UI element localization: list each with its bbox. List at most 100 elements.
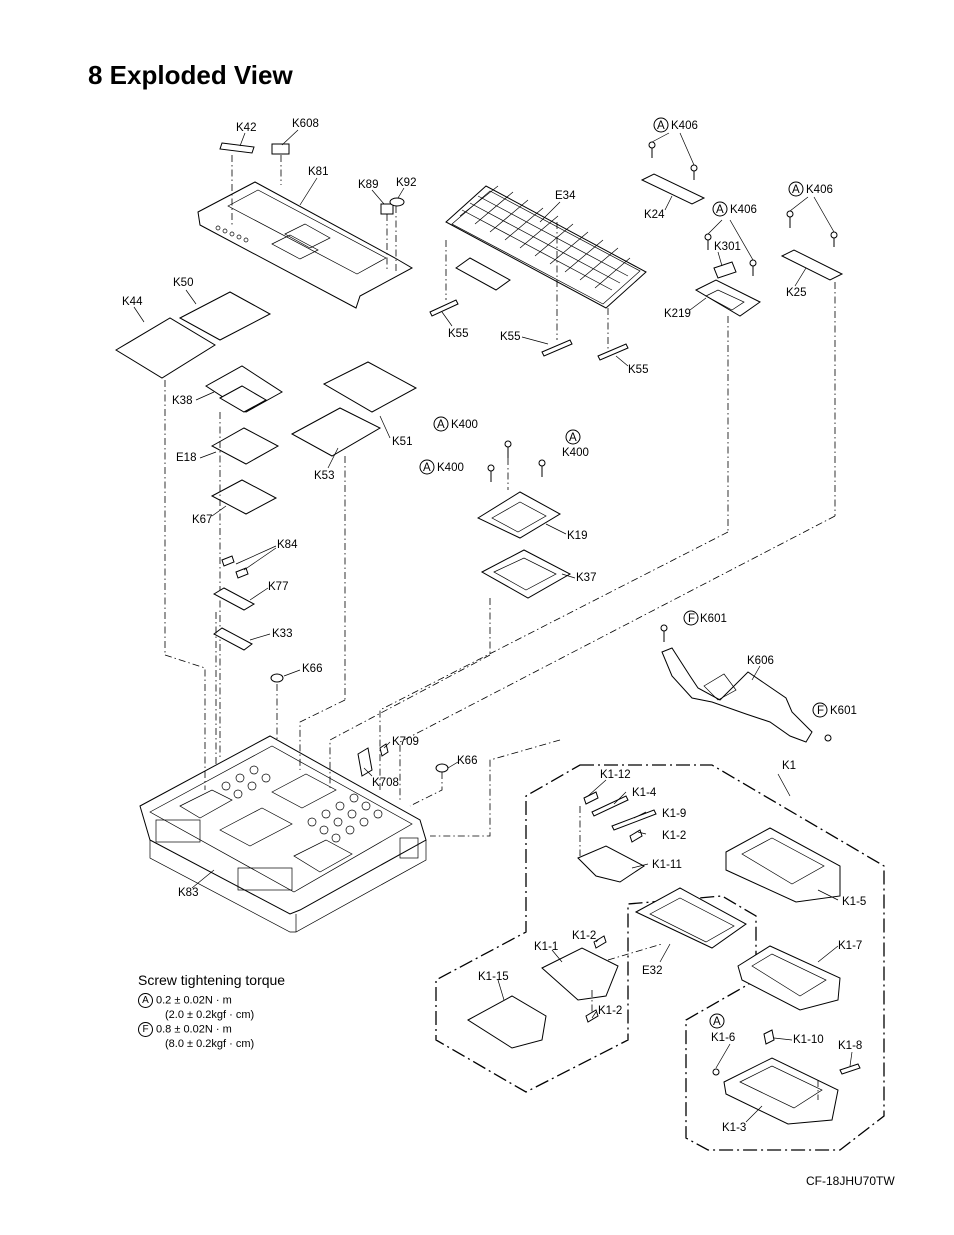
torque-f-value: 0.8 ± 0.02N · m <box>156 1023 232 1036</box>
mark-f: F <box>138 1022 153 1037</box>
part-k1-1 <box>541 947 619 1001</box>
part-k84-b <box>235 567 249 579</box>
label-k81: K81 <box>308 166 328 178</box>
part-k219 <box>694 279 761 317</box>
part-k51 <box>322 361 418 413</box>
label-k601-b: K601 <box>830 705 857 717</box>
label-k400-a: K400 <box>451 419 478 431</box>
palm-rest-group <box>197 142 414 309</box>
label-k1-9: K1-9 <box>662 808 686 820</box>
svg-text:A: A <box>792 184 800 196</box>
part-k1-4 <box>591 795 629 817</box>
mark-f-1: F <box>683 610 699 626</box>
part-k25 <box>780 249 844 281</box>
label-k1-6: K1-6 <box>711 1032 735 1044</box>
label-k1-12: K1-12 <box>600 769 631 781</box>
part-k55-c <box>597 343 629 361</box>
label-k608: K608 <box>292 118 319 130</box>
k1-boundary <box>435 764 885 1151</box>
label-k406-a: K406 <box>671 120 698 132</box>
label-k1-8: K1-8 <box>838 1040 862 1052</box>
part-k55-a <box>429 299 459 317</box>
svg-text:F: F <box>688 613 695 625</box>
label-k89: K89 <box>358 179 378 191</box>
label-k1-7: K1-7 <box>838 940 862 952</box>
label-k66-b: K66 <box>457 755 477 767</box>
label-k66-a: K66 <box>302 663 322 675</box>
part-k42 <box>219 142 255 154</box>
svg-text:F: F <box>817 705 824 717</box>
label-k1-11: K1-11 <box>652 859 682 871</box>
svg-text:A: A <box>569 432 577 444</box>
part-k44 <box>115 317 216 379</box>
part-k37 <box>480 549 572 599</box>
label-k1-15: K1-15 <box>478 971 509 983</box>
label-k1-10: K1-10 <box>793 1034 824 1046</box>
part-k92 <box>389 197 405 207</box>
label-k83: K83 <box>178 887 198 899</box>
part-k1-9 <box>611 809 657 831</box>
cable-k606 <box>660 624 832 743</box>
label-k1-1: K1-1 <box>534 941 558 953</box>
part-k708 <box>357 747 373 777</box>
mark-a-2: A <box>788 181 804 197</box>
part-e18 <box>210 427 280 465</box>
label-e32: E32 <box>642 965 662 977</box>
torque-a-value: 0.2 ± 0.02N · m <box>156 994 232 1007</box>
part-k66-a <box>270 673 284 683</box>
base-chassis-k83 <box>139 735 427 933</box>
part-k53 <box>290 407 382 457</box>
label-k601-a: K601 <box>700 613 727 625</box>
part-k1-5 <box>725 827 841 903</box>
label-k301: K301 <box>714 241 741 253</box>
part-k84-a <box>221 555 235 567</box>
label-k53: K53 <box>314 470 334 482</box>
label-k1-4: K1-4 <box>632 787 657 799</box>
torque-a-kgf: (2.0 ± 0.2kgf · cm) <box>165 1009 255 1021</box>
label-k19: K19 <box>567 530 587 542</box>
part-k1-2a <box>629 829 643 843</box>
label-k1-2-a: K1-2 <box>662 830 686 842</box>
part-k1-6 <box>712 1068 720 1076</box>
label-k67: K67 <box>192 514 212 526</box>
part-k67 <box>210 479 278 515</box>
label-k55-c: K55 <box>628 364 648 376</box>
model-number: CF-18JHU70TW <box>806 1174 895 1188</box>
part-k1-12 <box>583 791 599 805</box>
svg-text:A: A <box>713 1016 721 1028</box>
label-k51: K51 <box>392 436 412 448</box>
label-k24: K24 <box>644 209 665 221</box>
svg-text:A: A <box>437 419 445 431</box>
part-k1-3 <box>723 1057 839 1125</box>
label-k25: K25 <box>786 287 806 299</box>
part-k1-15 <box>467 995 547 1049</box>
label-k44: K44 <box>122 296 143 308</box>
part-k1-2c <box>585 1009 599 1023</box>
part-k709 <box>379 743 389 757</box>
label-k84: K84 <box>277 539 298 551</box>
label-k708: K708 <box>372 777 399 789</box>
part-k301 <box>713 261 737 279</box>
part-k66-b <box>435 763 449 773</box>
mark-a-7: A <box>709 1013 725 1029</box>
label-k406-c: K406 <box>730 204 757 216</box>
cpu-cover-group <box>476 440 572 655</box>
label-e34: E34 <box>555 190 576 202</box>
svg-text:A: A <box>423 462 431 474</box>
part-e32 <box>634 887 747 949</box>
label-k77: K77 <box>268 581 288 593</box>
label-k1-5: K1-5 <box>842 896 866 908</box>
label-k1-3: K1-3 <box>722 1122 746 1134</box>
part-k50 <box>178 291 272 341</box>
part-k1-7 <box>737 945 841 1011</box>
label-k92: K92 <box>396 177 416 189</box>
label-k38: K38 <box>172 395 192 407</box>
part-k1-2b <box>593 935 607 949</box>
label-k219: K219 <box>664 308 691 320</box>
page-title: 8 Exploded View <box>88 60 293 90</box>
label-k33: K33 <box>272 628 292 640</box>
